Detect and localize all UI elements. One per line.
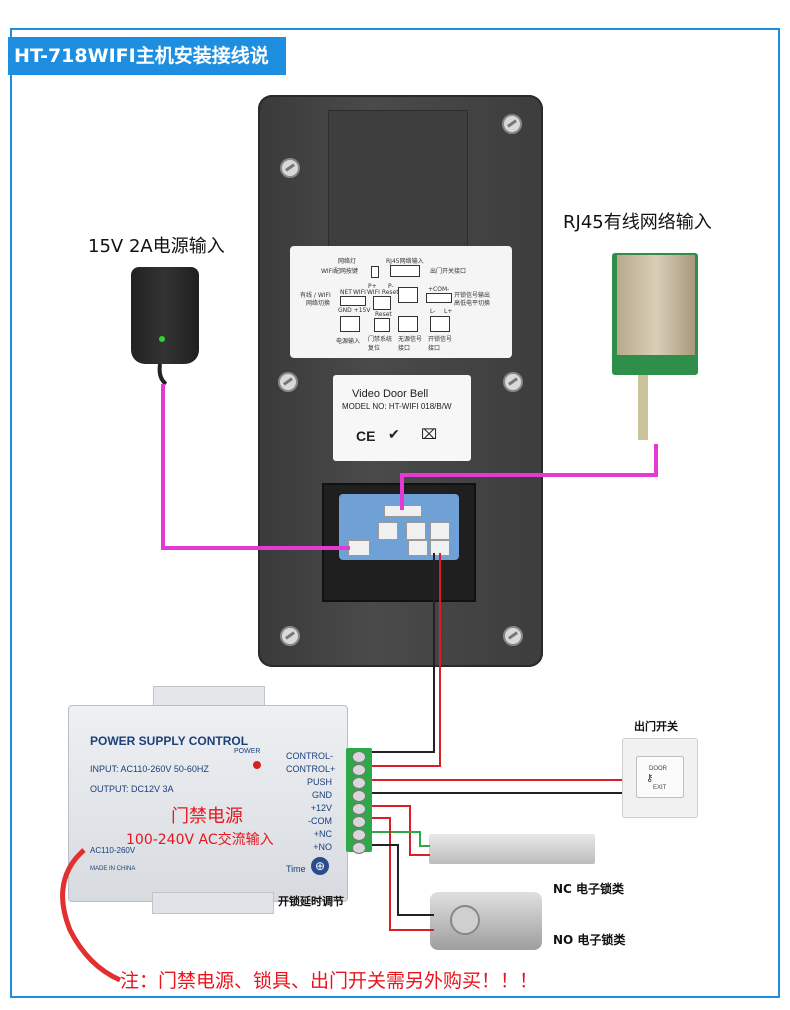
purchase-note: 注：门禁电源、锁具、出门开关需另外购买！！！ — [120, 970, 539, 992]
sticker-wifi-reset: WIFI Reset — [367, 289, 399, 296]
sticker-l-minus: L- — [430, 308, 436, 315]
terminal-label: -COM — [308, 816, 332, 826]
terminal-screw-icon — [352, 751, 366, 763]
sticker-p-plus: P+ — [368, 283, 377, 290]
switch-icon — [340, 296, 366, 306]
rj45-jack — [617, 255, 695, 355]
rj45-connector — [384, 505, 422, 517]
terminal-screw-icon — [352, 777, 366, 789]
led-indicator-icon — [159, 336, 165, 342]
exit-exit-text: EXIT — [653, 785, 667, 791]
camera-window — [328, 110, 468, 262]
screw-icon — [502, 114, 522, 134]
diagram-frame — [10, 28, 780, 998]
terminal-icon — [398, 287, 418, 303]
sticker-unlock-port: 开锁信号接口 — [428, 336, 453, 352]
switch-icon — [426, 293, 452, 303]
sticker-passive-port: 无源信号接口 — [398, 336, 423, 352]
power-adapter — [131, 267, 199, 364]
terminal-screw-icon — [352, 790, 366, 802]
sticker-door-reset: 门禁系统复位 — [368, 336, 393, 352]
terminal-screw-icon — [352, 803, 366, 815]
terminal-label: CONTROL- — [286, 751, 333, 761]
no-lock-label: NO 电子锁类 — [553, 933, 626, 947]
sticker-com: +COM- — [428, 286, 450, 293]
terminal-icon — [430, 316, 450, 332]
terminal-label: PUSH — [306, 777, 332, 787]
sticker-wired-wifi: 有线 / WIFI — [300, 292, 331, 299]
psu-power-label: POWER — [234, 748, 261, 755]
psu-made-in: MADE IN CHINA — [90, 866, 136, 872]
power-input-label: 15V 2A电源输入 — [88, 236, 225, 257]
terminal-connector — [408, 540, 428, 556]
terminal-screw-icon — [352, 829, 366, 841]
led-icon — [371, 266, 379, 278]
terminal-screw-icon — [352, 842, 366, 854]
screw-icon — [503, 626, 523, 646]
terminal-screw-icon — [352, 764, 366, 776]
compliance-icon: ✔ — [388, 426, 400, 442]
magnetic-lock — [429, 834, 595, 864]
nc-lock-label: NC 电子锁类 — [553, 882, 625, 896]
weee-bin-icon: ⌧ — [421, 426, 438, 442]
psu-output-spec: OUTPUT: DC12V 3A — [90, 784, 174, 794]
sticker-gnd-15v: GND +15V — [338, 307, 371, 314]
screw-icon — [503, 372, 523, 392]
sticker-level-switch: 高低电平切换 — [454, 300, 491, 307]
rj45-port-icon — [390, 265, 420, 277]
sticker-l-plus: L+ — [444, 308, 453, 315]
sticker-net-light: 网络灯 — [338, 258, 357, 265]
screw-icon — [280, 158, 300, 178]
ac-input-label: 100-240V AC交流输入 — [126, 832, 274, 848]
page-title: HT-718WIFI主机安装接线说明 — [8, 37, 286, 105]
unlock-delay-label: 开锁延时调节 — [278, 895, 344, 908]
sticker-rj45-net: RJ45网络输入 — [386, 258, 424, 265]
electric-lock — [430, 892, 542, 950]
exit-button-face — [636, 756, 684, 798]
sticker-reset: Reset — [375, 311, 392, 318]
ce-mark: CE — [356, 428, 376, 444]
terminal-label: +NO — [313, 842, 332, 852]
access-power-label: 门禁电源 — [171, 806, 243, 827]
lock-cylinder-icon — [450, 905, 480, 935]
sticker-net: NET — [340, 289, 352, 296]
sticker-power-in: 电源输入 — [336, 338, 361, 345]
product-model: MODEL NO: HT-WIFI 018/B/W — [342, 402, 452, 411]
sticker-exit-port: 出门开关接口 — [430, 268, 467, 275]
screw-icon — [280, 626, 300, 646]
power-connector — [348, 540, 370, 556]
product-name: Video Door Bell — [352, 388, 429, 400]
terminal-screw-icon — [352, 816, 366, 828]
psu-foot — [152, 892, 274, 914]
button-icon — [373, 296, 391, 310]
sticker-wifi: WIFI — [353, 289, 366, 296]
terminal-label: +NC — [313, 829, 332, 839]
psu-input-spec: INPUT: AC110-260V 50-60HZ — [90, 764, 209, 774]
rj45-input-label: RJ45有线网络输入 — [563, 212, 712, 233]
exit-switch-label: 出门开关 — [634, 720, 678, 733]
sticker-wifi-pair: WIFI配网按键 — [321, 268, 358, 275]
exit-door-text: DOOR — [649, 766, 667, 772]
key-icon: ⚷ — [646, 773, 654, 784]
button-connector — [378, 522, 398, 540]
terminal-connector — [430, 522, 450, 540]
terminal-label: +12V — [310, 803, 332, 813]
terminal-icon — [398, 316, 418, 332]
power-led-icon — [253, 761, 261, 769]
button-icon — [374, 318, 390, 332]
unlock-connector — [430, 540, 450, 556]
terminal-label: CONTROL+ — [286, 764, 336, 774]
sticker-unlock-out: 开锁信号输出 — [454, 292, 491, 299]
sticker-net-switch: 网络切换 — [306, 300, 331, 307]
psu-time-label: Time — [286, 864, 306, 874]
psu-brand: POWER SUPPLY CONTROL — [90, 734, 249, 748]
terminal-icon — [340, 316, 360, 332]
screw-icon — [278, 372, 298, 392]
terminal-connector — [406, 522, 426, 540]
terminal-label: GND — [312, 790, 332, 800]
time-adjust-knob-icon[interactable]: ⊕ — [311, 857, 329, 875]
sticker-p-minus: P- — [388, 283, 394, 290]
